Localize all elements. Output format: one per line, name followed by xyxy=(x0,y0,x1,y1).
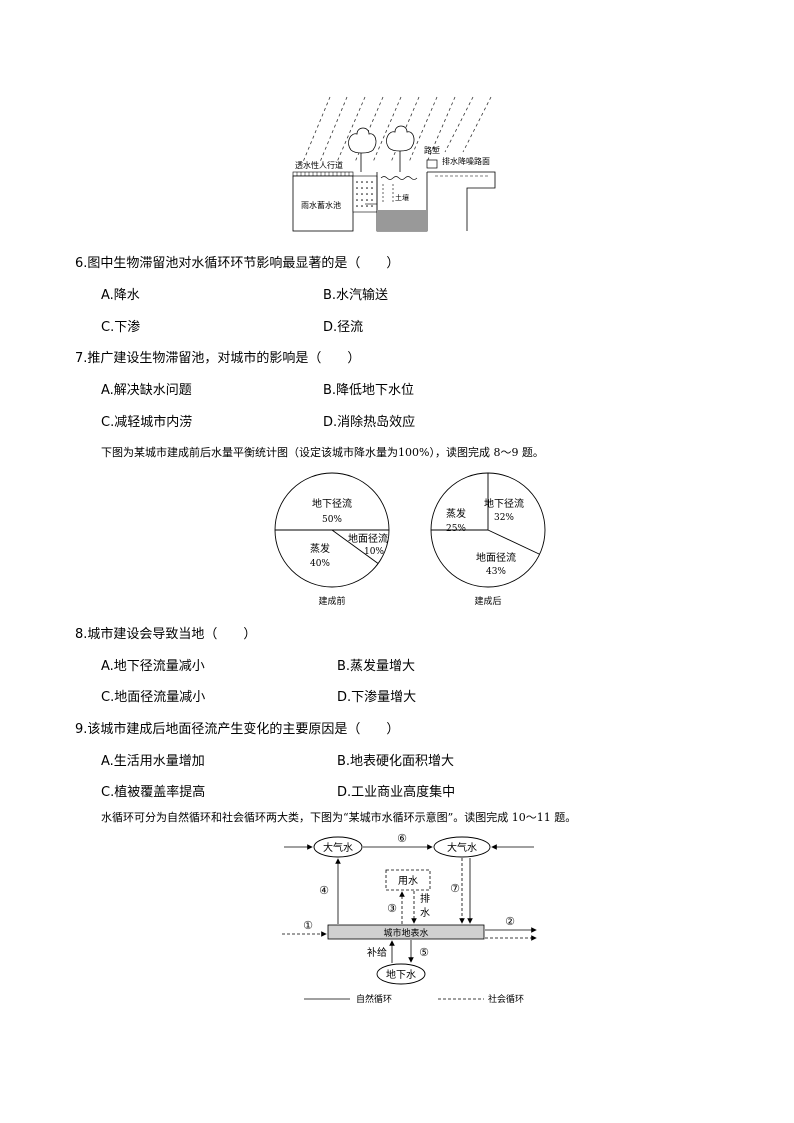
question-8-option-d[interactable]: D.下渗量增大 xyxy=(337,690,417,705)
water-use-label: 用水 xyxy=(398,875,418,887)
question-7-stem: 7.推广建设生物滞留池，对城市的影响是（ ） xyxy=(75,351,361,366)
marker-3: ③ xyxy=(387,902,397,915)
question-7-option-c[interactable]: C.减轻城市内涝 xyxy=(101,415,193,430)
tree-icon xyxy=(348,125,415,172)
urban-water-cycle-diagram: 大气水 大气水 用水 城市地表水 地下水 排 水 补给 ⑥ ④ ③ ⑦ ① ② … xyxy=(282,832,537,1005)
surface-water-label: 城市地表水 xyxy=(383,927,428,939)
pie-before-label-underground: 地下径流 xyxy=(312,497,352,510)
pie-before-label-surface: 地面径流 xyxy=(348,532,388,545)
groundwater-label: 地下水 xyxy=(386,968,416,981)
pie-after-slice-boundary-1 xyxy=(487,529,540,555)
sidewalk-label: 透水性人行道 xyxy=(295,160,343,170)
question-6-option-a[interactable]: A.降水 xyxy=(101,288,140,303)
question-6-option-c[interactable]: C.下渗 xyxy=(101,320,141,335)
recharge-label: 补给 xyxy=(367,946,387,959)
question-6-option-d[interactable]: D.径流 xyxy=(323,320,364,335)
rain-lines xyxy=(302,96,492,163)
pie-before-caption: 建成前 xyxy=(318,595,345,607)
pie-after-label-underground: 地下径流 xyxy=(484,497,524,510)
legend-natural-label: 自然循环 xyxy=(356,993,392,1005)
pie-after-value-surface: 43% xyxy=(486,567,506,577)
pool-label: 雨水蓄水池 xyxy=(301,200,341,210)
surface-water-node xyxy=(327,924,485,940)
legend-social-label: 社会循环 xyxy=(488,993,524,1005)
drain-label-1: 排 xyxy=(420,892,430,905)
question-8-option-a[interactable]: A.地下径流量减小 xyxy=(101,659,205,674)
pie-before xyxy=(274,472,390,588)
pie-before-value-underground: 50% xyxy=(322,515,342,525)
marker-7: ⑦ xyxy=(450,882,460,895)
pie-after-value-evap: 25% xyxy=(446,524,466,534)
marker-4: ④ xyxy=(319,884,329,897)
question-9-stem: 9.该城市建成后地面径流产生变化的主要原因是（ ） xyxy=(75,722,400,737)
marker-5: ⑤ xyxy=(419,946,429,959)
pie-before-slice-boundary-2 xyxy=(331,529,379,564)
pie-before-value-surface: 10% xyxy=(364,547,384,557)
pie-before-value-evap: 40% xyxy=(310,559,330,569)
intro-10-11: 水循环可分为自然循环和社会循环两大类，下图为“某城市水循环示意图”。读图完成 1… xyxy=(101,811,577,824)
pie-before-label-evap: 蒸发 xyxy=(310,542,330,555)
marker-2: ② xyxy=(505,915,515,928)
groundwater-node xyxy=(376,963,426,985)
question-8-option-b[interactable]: B.蒸发量增大 xyxy=(337,659,416,674)
bioretention-diagram: 透水性人行道 路堑 排水降噪路面 雨水蓄水池 土壤 xyxy=(292,96,496,232)
question-6-option-b[interactable]: B.水汽输送 xyxy=(323,288,389,303)
question-9-option-d[interactable]: D.工业商业高度集中 xyxy=(337,785,456,800)
soil-label: 土壤 xyxy=(395,193,409,202)
question-9-option-b[interactable]: B.地表硬化面积增大 xyxy=(337,754,455,769)
question-9-option-c[interactable]: C.植被覆盖率提高 xyxy=(101,785,206,800)
water-balance-pies: 地下径流 50% 地面径流 10% 蒸发 40% 建成前 地下径流 32% 地面… xyxy=(274,472,546,607)
pie-after-label-surface: 地面径流 xyxy=(476,551,516,564)
atmosphere-right-label: 大气水 xyxy=(447,841,477,854)
atmosphere-left-node xyxy=(313,836,363,858)
road-label: 排水降噪路面 xyxy=(442,156,490,166)
question-7-option-a[interactable]: A.解决缺水问题 xyxy=(101,383,192,398)
question-8-option-c[interactable]: C.地面径流量减小 xyxy=(101,690,206,705)
question-7-option-d[interactable]: D.消除热岛效应 xyxy=(323,415,416,430)
intro-8-9: 下图为某城市建成前后水量平衡统计图（设定该城市降水量为100%），读图完成 8～… xyxy=(101,446,544,459)
curb-label: 路堑 xyxy=(424,145,440,155)
pie-after-caption: 建成后 xyxy=(474,595,501,607)
question-8-stem: 8.城市建设会导致当地（ ） xyxy=(75,627,257,642)
marker-1: ① xyxy=(303,919,313,932)
drain-label-2: 水 xyxy=(420,907,430,919)
pie-after-value-underground: 32% xyxy=(494,513,514,523)
question-6-stem: 6.图中生物滞留池对水循环环节影响最显著的是（ ） xyxy=(75,256,400,271)
atmosphere-right-node xyxy=(433,836,491,858)
atmosphere-left-label: 大气水 xyxy=(323,841,353,854)
marker-6: ⑥ xyxy=(397,832,407,845)
pie-after xyxy=(430,472,546,588)
question-9-option-a[interactable]: A.生活用水量增加 xyxy=(101,754,205,769)
water-use-node xyxy=(385,869,431,891)
question-7-option-b[interactable]: B.降低地下水位 xyxy=(323,383,415,398)
pie-after-label-evap: 蒸发 xyxy=(446,507,466,520)
